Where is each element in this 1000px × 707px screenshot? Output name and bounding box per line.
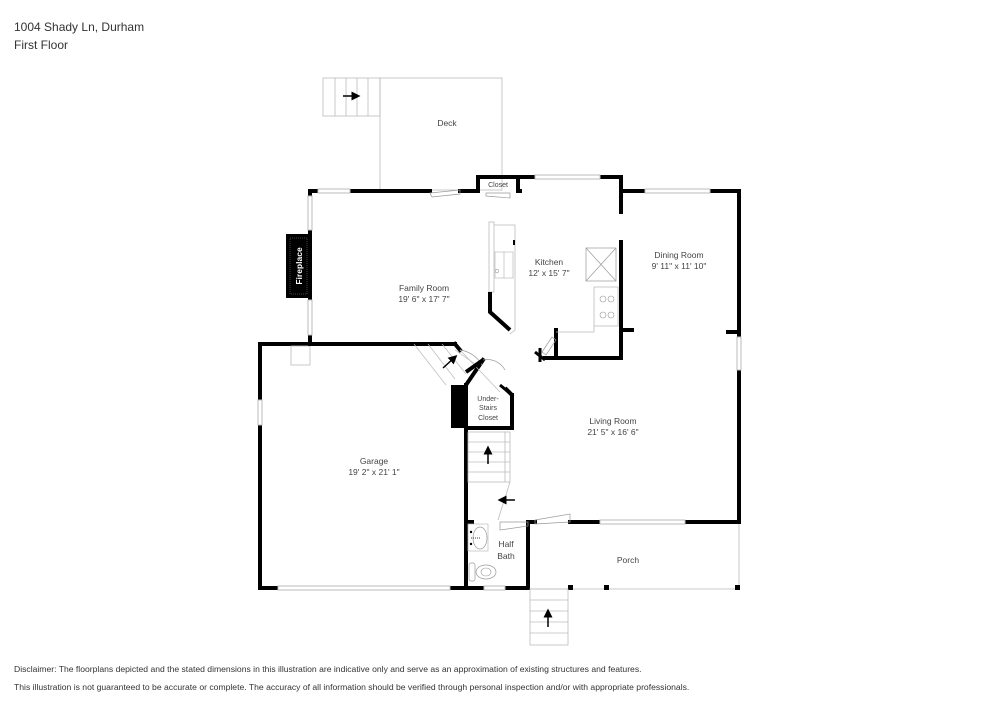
- bathroom-sink-icon: [467, 523, 489, 552]
- garage-column: [290, 345, 311, 366]
- disclaimer-line-2: This illustration is not guaranteed to b…: [14, 682, 690, 692]
- garage-label: Garage: [360, 456, 389, 466]
- garage-dims: 19' 2" x 21' 1": [348, 467, 399, 477]
- windows: [257, 174, 742, 591]
- floor-label: First Floor: [14, 38, 68, 52]
- disclaimer-line-1: Disclaimer: The floorplans depicted and …: [14, 664, 642, 674]
- kitchen-label: Kitchen: [535, 257, 564, 267]
- dining-room-dims: 9' 11" x 11' 10": [652, 261, 707, 271]
- stair-wall-block: [451, 385, 466, 428]
- main-stairs: [467, 431, 515, 521]
- porch: Porch: [529, 524, 740, 646]
- closet-label: Closet: [488, 182, 508, 189]
- under-stairs-closet-label-3: Closet: [478, 415, 498, 422]
- half-bath-fixtures: [467, 523, 497, 582]
- refrigerator-icon: [585, 247, 617, 282]
- exterior-walls: [258, 175, 741, 590]
- deck-stairs: [322, 77, 381, 117]
- family-room-label: Family Room: [399, 283, 449, 293]
- dining-room-label: Dining Room: [654, 250, 703, 260]
- kitchen-dims: 12' x 15' 7": [528, 268, 569, 278]
- deck-label: Deck: [437, 118, 457, 128]
- family-room-dims: 19' 6" x 17' 7": [398, 294, 449, 304]
- garage-stairs: [413, 343, 501, 393]
- porch-stairs: [529, 588, 569, 646]
- toilet-icon: [468, 562, 497, 582]
- fireplace: Fireplace: [286, 234, 310, 298]
- half-bath-label-2: Bath: [497, 551, 515, 561]
- kitchen-peninsula: [488, 221, 516, 335]
- living-room-label: Living Room: [589, 416, 636, 426]
- porch-label: Porch: [617, 555, 639, 565]
- stove-icon: [593, 286, 619, 327]
- deck: Deck: [322, 77, 503, 191]
- property-address: 1004 Shady Ln, Durham: [14, 20, 145, 34]
- under-stairs-closet-label-1: Under-: [477, 396, 499, 403]
- under-stairs-closet-label-2: Stairs: [479, 405, 497, 412]
- stair-arrow-icon: [442, 354, 458, 369]
- kitchen-appliances: [534, 247, 619, 362]
- fireplace-label: Fireplace: [294, 247, 304, 285]
- living-room-dims: 21' 5" x 16' 6": [587, 427, 638, 437]
- half-bath-label-1: Half: [498, 539, 514, 549]
